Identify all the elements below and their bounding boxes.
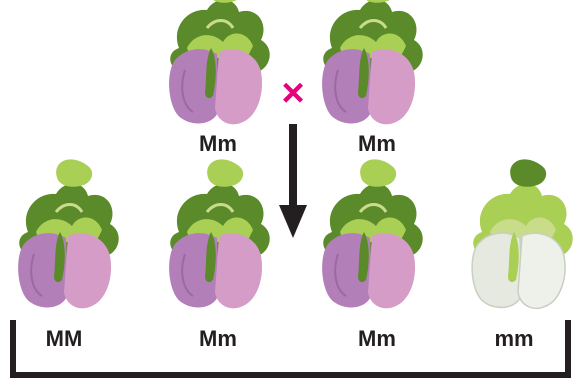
parent-genotype-label: Mm [337,133,417,155]
offspring-genotype-label: mm [474,328,554,350]
offspring-genotype-label: Mm [337,328,417,350]
offspring-flower-3 [322,159,423,308]
parent-flower-1 [169,0,270,124]
cross-symbol: × [281,71,304,115]
parent-genotype-label: Mm [178,133,258,155]
parent-flower-2 [322,0,423,124]
down-arrow [279,124,307,238]
offspring-genotype-label: Mm [178,328,258,350]
offspring-flower-2 [169,159,270,308]
offspring-genotype-label: MM [24,328,104,350]
offspring-flower-1 [18,159,119,308]
offspring-flower-4 [472,159,573,308]
